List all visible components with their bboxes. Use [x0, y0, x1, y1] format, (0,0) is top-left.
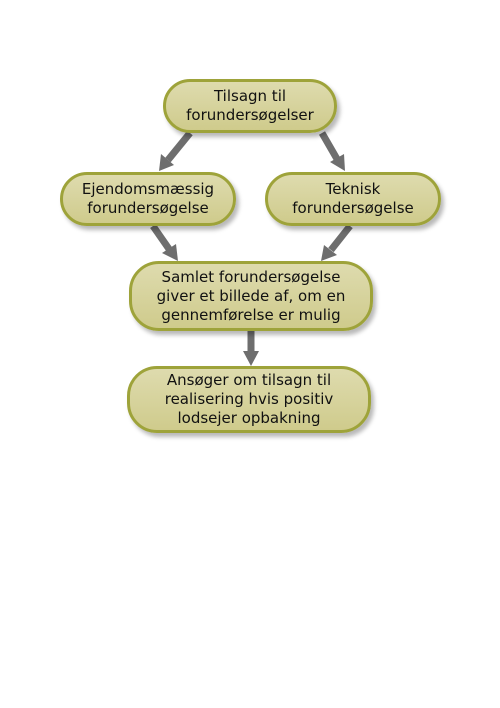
- node-text-line: gennemførelse er mulig: [161, 305, 341, 324]
- node-text-line: realisering hvis positiv: [164, 390, 334, 408]
- node-tilsagn-forundersoegelser: Tilsagn til forundersøgelser: [163, 79, 337, 133]
- node-ansoeger-om-tilsagn: Ansøger om tilsagn til realisering hvis …: [127, 366, 371, 433]
- arrow-n3-n4: [321, 223, 353, 261]
- node-text-line: Samlet forundersøgelse: [161, 267, 341, 286]
- node-text-line: Teknisk: [325, 180, 381, 198]
- node-teknisk-forundersoegelse: Teknisk forundersøgelse: [265, 172, 441, 226]
- arrow-n1-n3: [318, 131, 345, 171]
- node-text-line: Tilsagn til: [213, 87, 287, 105]
- node-ejendomsmaessig-forundersoegelse: Ejendomsmæssig forundersøgelse: [60, 172, 236, 226]
- node-text-line: forundersøgelse: [292, 199, 414, 217]
- arrow-n4-n5: [243, 331, 259, 366]
- node-text-line: lodsejer opbakning: [177, 409, 321, 427]
- arrow-n2-n4: [150, 224, 178, 261]
- node-text-line: giver et billede af, om en: [156, 286, 346, 305]
- node-samlet-forundersoegelse: Samlet forundersøgelse giver et billede …: [129, 261, 373, 331]
- node-text-line: forundersøgelser: [186, 106, 314, 124]
- node-text-line: Ejendomsmæssig: [81, 180, 215, 198]
- arrow-n1-n2: [159, 130, 193, 171]
- node-text-line: Ansøger om tilsagn til: [166, 371, 332, 389]
- node-text-line: forundersøgelse: [87, 199, 209, 217]
